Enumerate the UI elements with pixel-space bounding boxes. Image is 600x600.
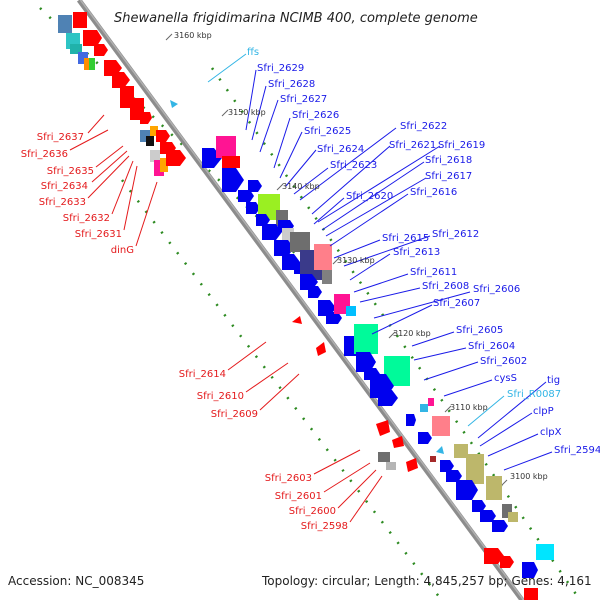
gene-label[interactable]: Sfri_2604 [468, 341, 515, 352]
right-label-connectors [207, 53, 553, 471]
gene-label[interactable]: Sfri_2623 [330, 160, 377, 171]
left-gene-labels: Sfri_2637 Sfri_2636 Sfri_2635 Sfri_2634 … [21, 132, 348, 532]
gene-label[interactable]: Sfri_2605 [456, 325, 503, 336]
gene-label[interactable]: Sfri_2636 [21, 149, 68, 160]
gene-label[interactable]: Sfri_2614 [179, 369, 226, 380]
genome-backbone [76, 0, 525, 600]
gene-label[interactable]: Sfri_2610 [197, 391, 244, 402]
gene-label[interactable]: Sfri_2594 [554, 445, 600, 456]
gene-label[interactable]: Sfri_2627 [280, 94, 327, 105]
gene-label[interactable]: Sfri_2621 [389, 140, 436, 151]
accession-text: Accession: NC_008345 [8, 574, 145, 588]
kbp-label-3110: 3110 kbp [450, 403, 488, 412]
gene-label[interactable]: Sfri_2600 [289, 506, 336, 517]
gene-label[interactable]: clpX [540, 427, 562, 438]
gene-label[interactable]: Sfri_2622 [400, 121, 447, 132]
gene-label[interactable]: Sfri_2608 [422, 281, 469, 292]
gene-label[interactable]: Sfri_2625 [304, 126, 351, 137]
gene-label[interactable]: Sfri_R0087 [507, 389, 561, 400]
gene-label[interactable]: Sfri_2633 [39, 197, 86, 208]
gene-label[interactable]: Sfri_2613 [393, 247, 440, 258]
gene-label[interactable]: ffs [247, 47, 259, 58]
gene-label[interactable]: clpP [533, 406, 554, 417]
kbp-label-3150: 3150 kbp [228, 108, 266, 117]
gene-label[interactable]: Sfri_2634 [41, 181, 88, 192]
gene-label[interactable]: dinG [111, 245, 134, 256]
gene-label[interactable]: tig [547, 375, 560, 386]
kbp-label-3160: 3160 kbp [174, 31, 212, 40]
reverse-gene-blocks [58, 12, 538, 600]
forward-gene-blocks [170, 100, 554, 578]
gene-label[interactable]: Sfri_2635 [47, 166, 94, 177]
gene-label[interactable]: Sfri_2606 [473, 284, 520, 295]
gene-label[interactable]: Sfri_2631 [75, 229, 122, 240]
topology-text: Topology: circular; Length: 4,845,257 bp… [262, 574, 592, 588]
gene-label[interactable]: Sfri_2598 [301, 521, 348, 532]
gene-label[interactable]: Sfri_2602 [480, 356, 527, 367]
gene-label[interactable]: Sfri_2603 [265, 473, 312, 484]
right-gene-labels: ffs Sfri_2629 Sfri_2628 Sfri_2627 Sfri_2… [247, 47, 600, 456]
left-label-connectors [69, 114, 383, 523]
gene-label[interactable]: Sfri_2607 [433, 298, 480, 309]
gene-label[interactable]: Sfri_2637 [37, 132, 84, 143]
gene-label[interactable]: Sfri_2612 [432, 229, 479, 240]
gene-label[interactable]: Sfri_2632 [63, 213, 110, 224]
map-title: Shewanella frigidimarina NCIMB 400, comp… [114, 11, 478, 26]
kbp-labels: 3160 kbp 3150 kbp 3140 kbp 3130 kbp 3120… [174, 31, 548, 481]
gene-label[interactable]: cysS [494, 373, 517, 384]
gene-label[interactable]: Sfri_2616 [410, 187, 457, 198]
gene-label[interactable]: Sfri_2629 [257, 63, 304, 74]
kbp-label-3100: 3100 kbp [510, 472, 548, 481]
kbp-label-3140: 3140 kbp [282, 182, 320, 191]
gene-label[interactable]: Sfri_2618 [425, 155, 472, 166]
gene-label[interactable]: Sfri_2615 [382, 233, 429, 244]
kbp-label-3120: 3120 kbp [393, 329, 431, 338]
gene-label[interactable]: Sfri_2619 [438, 140, 485, 151]
gene-label[interactable]: Sfri_2601 [275, 491, 322, 502]
gene-label[interactable]: Sfri_2609 [211, 409, 258, 420]
kbp-label-3130: 3130 kbp [337, 256, 375, 265]
gene-label[interactable]: Sfri_2620 [346, 191, 393, 202]
gene-label[interactable]: Sfri_2617 [425, 171, 472, 182]
gene-label[interactable]: Sfri_2611 [410, 267, 457, 278]
gene-label[interactable]: Sfri_2624 [317, 144, 364, 155]
gene-label[interactable]: Sfri_2628 [268, 79, 315, 90]
gene-label[interactable]: Sfri_2626 [292, 110, 339, 121]
